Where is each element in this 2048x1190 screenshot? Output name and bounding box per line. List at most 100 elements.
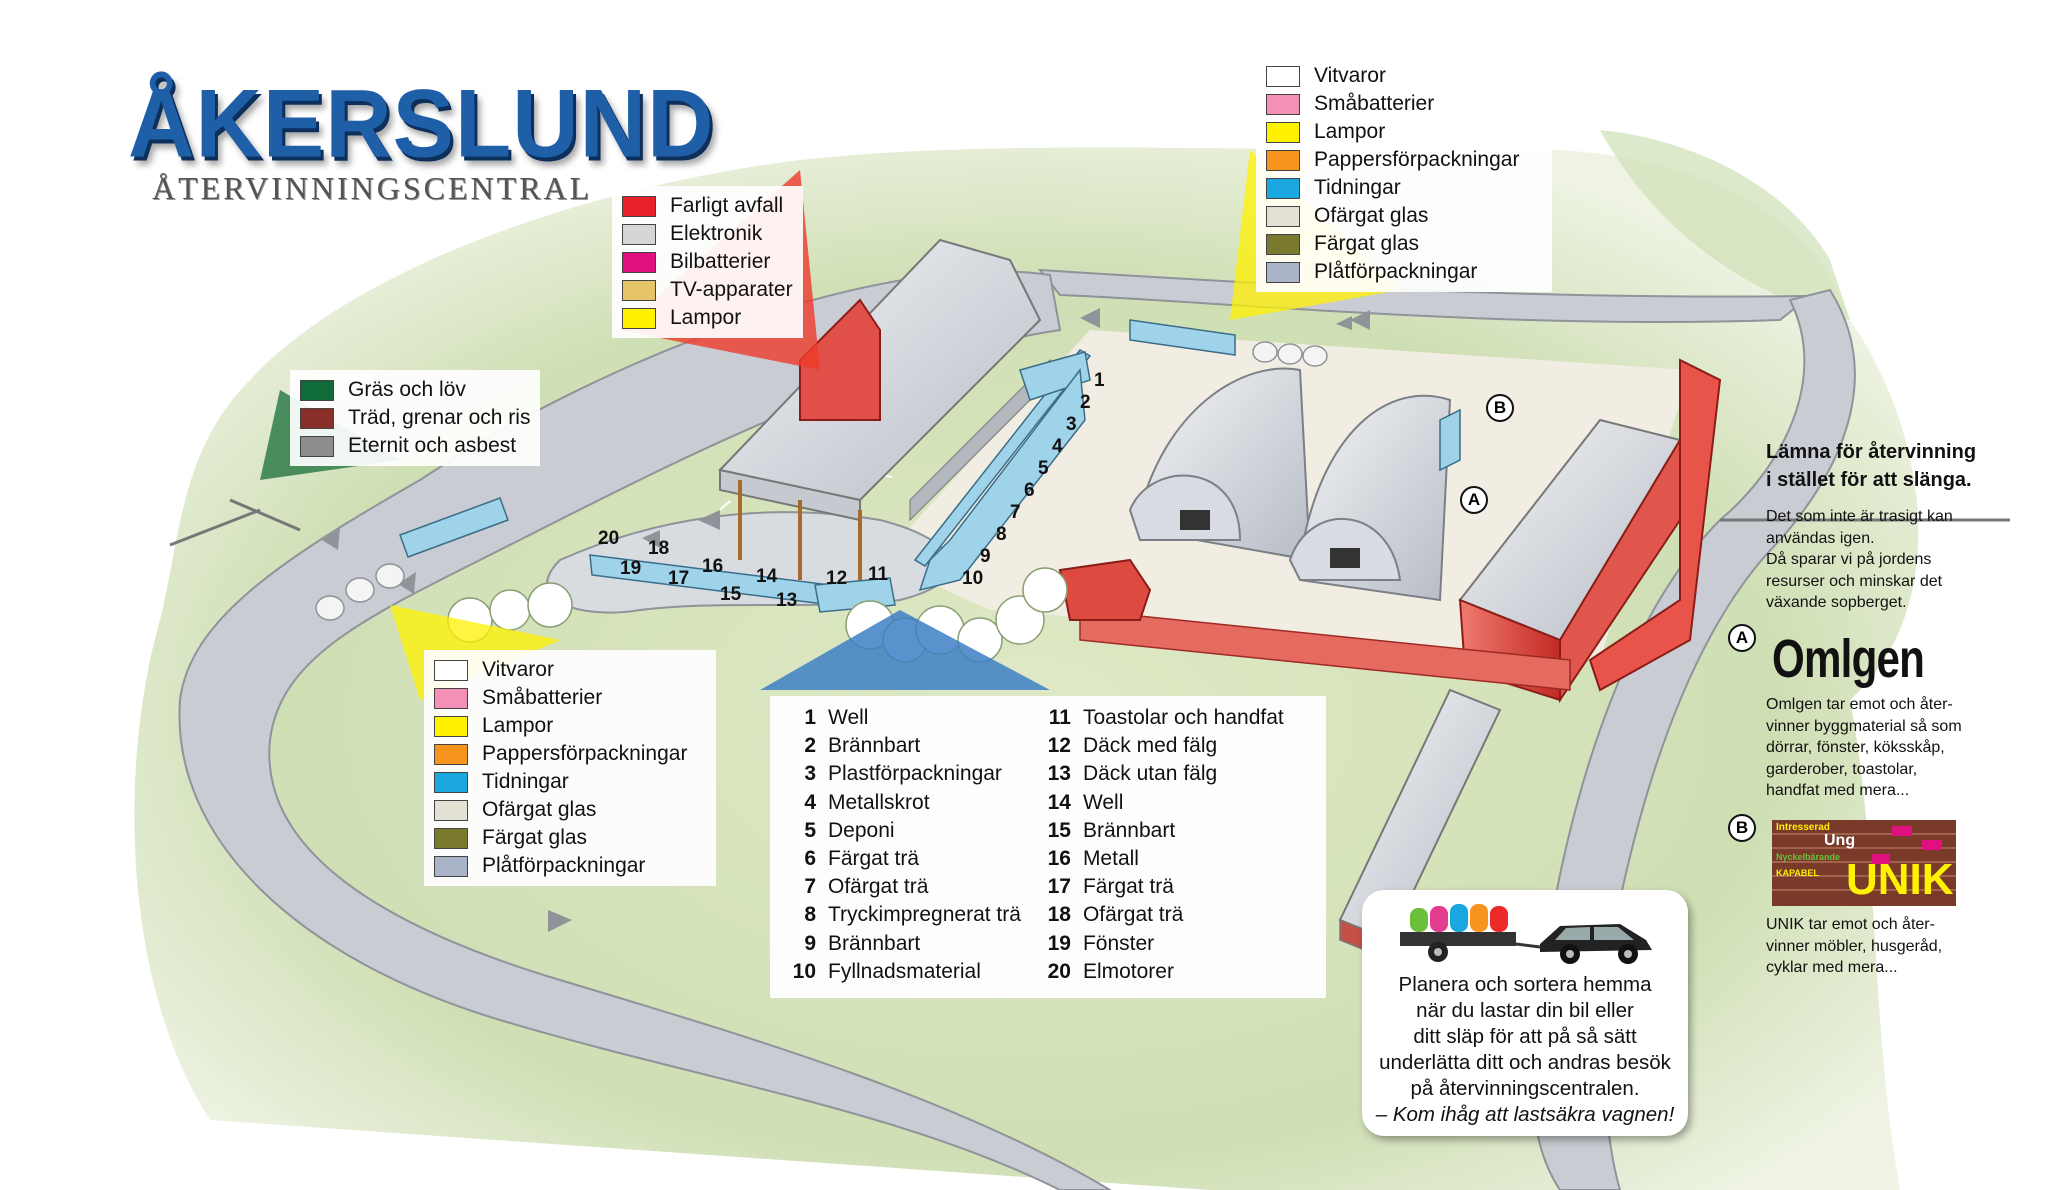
legend-swatch: [434, 827, 468, 849]
legend-label: Bilbatterier: [670, 250, 771, 273]
station-item: 17 Färgat trä: [1045, 875, 1284, 903]
station-number: 16: [1047, 846, 1071, 870]
legend-item: Vitvaror: [1266, 62, 1542, 90]
stall-number: 12: [826, 568, 848, 589]
stall-number: 5: [1038, 458, 1049, 479]
side-text-line: resurser och minskar det: [1766, 572, 1943, 590]
unik-small-3: Nyckelbärande: [1776, 852, 1841, 862]
station-label: Färgat trä: [828, 846, 920, 870]
legend-label: Pappersförpackningar: [1314, 148, 1520, 171]
station-label: Färgat trä: [1082, 875, 1174, 899]
stall-number: 20: [598, 528, 620, 549]
station-label: Däck utan fälg: [1082, 762, 1218, 786]
legend-item: Ofärgat glas: [1266, 202, 1542, 230]
side-text-line: vinner byggmaterial så som: [1766, 717, 1962, 735]
legend-item: Lampor: [434, 712, 706, 740]
side-text-line: garderober, toastolar,: [1766, 760, 1918, 778]
legend-label: Ofärgat glas: [482, 798, 597, 821]
station-label: Well: [1082, 790, 1124, 814]
side-text-line: cyklar med mera...: [1766, 959, 1898, 976]
legend-item: Ofärgat glas: [434, 796, 706, 824]
unik-small-2: Ung: [1824, 832, 1856, 849]
stall-number: 17: [668, 568, 690, 589]
legend-swatch: [1266, 261, 1300, 283]
stall-number: 16: [702, 556, 724, 577]
station-number: 10: [792, 959, 816, 983]
legend-item: Plåtförpackningar: [1266, 258, 1542, 286]
station-number: 11: [1048, 706, 1071, 729]
legend-label: Lampor: [670, 306, 742, 329]
unik-big: UNIK: [1846, 855, 1954, 904]
station-number: 5: [804, 818, 816, 842]
legend-label: Lampor: [482, 714, 554, 737]
page-subtitle: ÅTERVINNINGSCENTRAL: [152, 170, 593, 206]
legend-swatch: [434, 743, 468, 765]
unik-description: UNIK tar emot och åter-vinner möbler, hu…: [1766, 914, 2016, 979]
station-number: 20: [1047, 959, 1071, 983]
station-label: Fyllnadsmaterial: [828, 959, 981, 983]
side-text-line: användas igen.: [1766, 529, 1875, 547]
legend-item: Plåtförpackningar: [434, 852, 706, 880]
legend-swatch: [434, 659, 468, 681]
legend-item: Farligt avfall: [622, 192, 793, 220]
containers: [399, 319, 1461, 613]
legend-swatch: [300, 435, 334, 457]
red-fence: [1079, 609, 1571, 691]
legend-label: Småbatterier: [1314, 92, 1435, 115]
stall-number: 14: [756, 566, 778, 587]
legend-label: Tidningar: [482, 770, 569, 793]
legend-item: Elektronik: [622, 220, 793, 248]
legend-item: Småbatterier: [434, 684, 706, 712]
legend-label: Färgat glas: [482, 826, 588, 849]
station-label: Well: [828, 706, 869, 729]
station-label: Ofärgat trä: [1082, 903, 1184, 927]
station-label: Brännbart: [828, 931, 921, 955]
station-label: Deponi: [828, 818, 895, 842]
legend-swatch: [1266, 93, 1300, 115]
legend-swatch: [1266, 65, 1300, 87]
legend-swatch: [1266, 177, 1300, 199]
legend-label: Eternit och asbest: [348, 434, 517, 457]
station-number: 13: [1047, 762, 1071, 786]
stall-number: 13: [776, 590, 798, 611]
legend-label: Plåtförpackningar: [482, 854, 646, 877]
station-label: Tryckimpregnerat trä: [828, 903, 1021, 927]
storage-domes: [1128, 367, 1452, 602]
side-text-line: dörrar, fönster, köksskåp,: [1766, 739, 1945, 756]
side-text-line: Då sparar vi på jordens: [1766, 551, 1932, 568]
station-label: Plastförpackningar: [828, 762, 1002, 786]
road-arrows: [322, 308, 1370, 932]
station-item: 20 Elmotorer: [1045, 960, 1284, 988]
legend-swatch: [622, 223, 656, 245]
legend-label: Vitvaror: [1314, 64, 1386, 87]
stall-number: 1: [1094, 370, 1105, 391]
station-number: 4: [804, 790, 816, 814]
legend-swatch: [1266, 121, 1300, 143]
station-number: 12: [1047, 734, 1071, 758]
legend-label: Pappersförpackningar: [482, 742, 688, 765]
station-label: Elmotorer: [1082, 959, 1174, 983]
marker-b: B: [1486, 394, 1514, 422]
stall-number: 19: [620, 558, 642, 579]
legend-swatch: [434, 855, 468, 877]
station-number: 17: [1047, 875, 1071, 899]
legend-swatch: [622, 279, 656, 301]
side-heading-line-2: i stället för att slänga.: [1766, 469, 1972, 491]
